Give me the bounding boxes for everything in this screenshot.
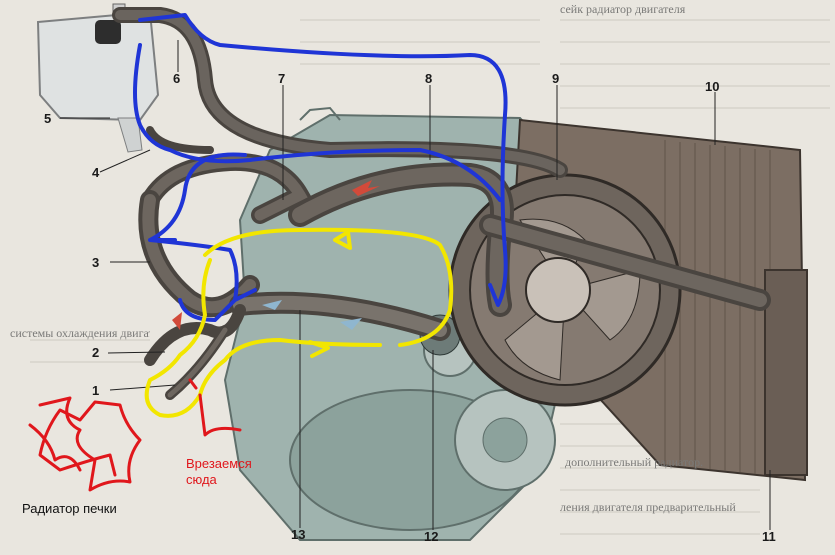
background-text-fragment: дополнительный радиатор. bbox=[565, 455, 704, 469]
callout-12: 12 bbox=[424, 529, 439, 544]
callout-5: 5 bbox=[44, 111, 52, 126]
radiator-fan bbox=[448, 173, 682, 407]
callout-10: 10 bbox=[705, 79, 720, 94]
callout-3: 3 bbox=[92, 255, 100, 270]
callout-6: 6 bbox=[173, 71, 181, 86]
callout-4: 4 bbox=[92, 165, 100, 180]
callout-2: 2 bbox=[92, 345, 100, 360]
callout-11: 11 bbox=[762, 529, 776, 544]
callout-1: 1 bbox=[92, 383, 100, 398]
flow-arrows bbox=[172, 180, 380, 330]
yellow-flow-annotation bbox=[144, 227, 454, 418]
callout-13: 13 bbox=[291, 527, 306, 542]
background-text-fragment: ления двигателя предварительный bbox=[560, 500, 736, 514]
leader-lines bbox=[60, 40, 771, 530]
callout-7: 7 bbox=[278, 71, 286, 86]
red-cut-annotation bbox=[28, 378, 242, 492]
heater-radiator-label: Радиатор печки bbox=[22, 501, 117, 516]
callout-8: 8 bbox=[425, 71, 433, 86]
cut-here-label: Врезаемся сюда bbox=[186, 456, 252, 488]
background-text-fragment: сейк радиатор двигателя bbox=[560, 2, 686, 16]
expansion-tank bbox=[36, 3, 160, 153]
callout-9: 9 bbox=[552, 71, 560, 86]
background-text-fragment: системы охлаждения двигате- bbox=[10, 326, 150, 340]
blue-flow-annotation bbox=[133, 13, 508, 322]
